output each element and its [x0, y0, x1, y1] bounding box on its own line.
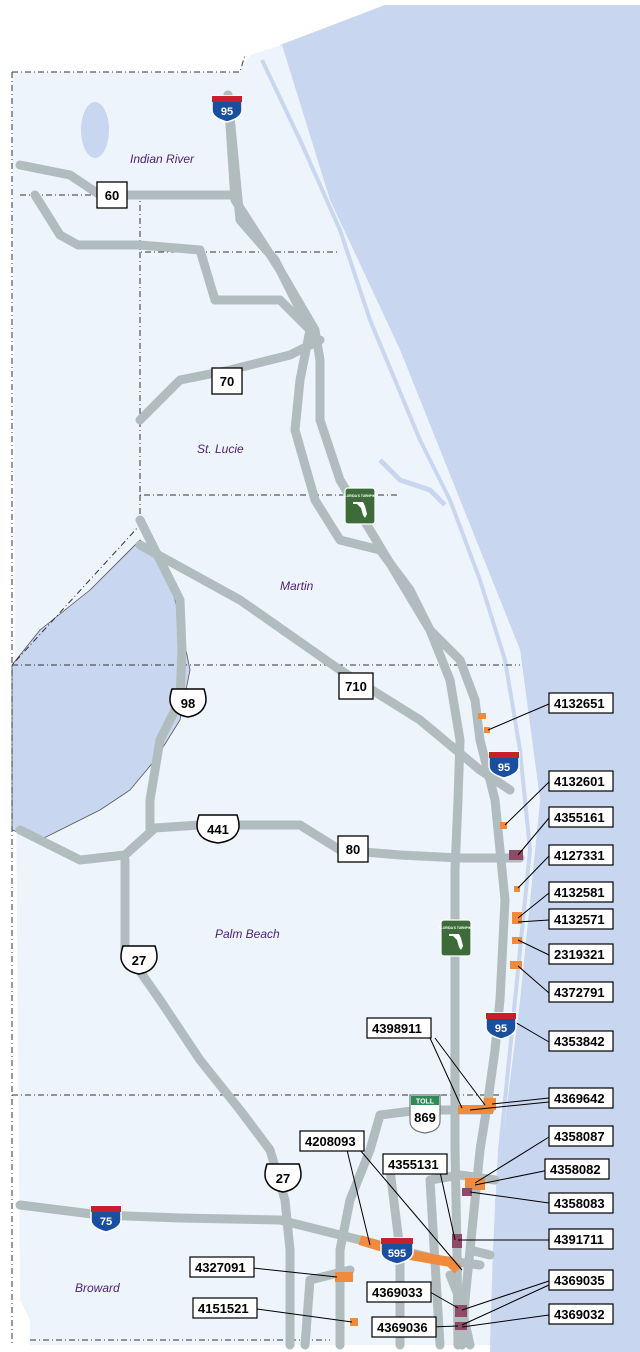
svg-text:4132581: 4132581	[554, 885, 605, 900]
svg-text:4369035: 4369035	[554, 1273, 605, 1288]
svg-text:4151521: 4151521	[198, 1301, 249, 1316]
toll-869-shield: TOLL 869	[409, 1094, 441, 1134]
svg-text:441: 441	[207, 822, 229, 837]
project-label-4132601: 4132601	[548, 770, 614, 792]
us-441-shield: 441	[196, 814, 240, 844]
svg-text:95: 95	[498, 762, 510, 774]
svg-text:75: 75	[100, 1216, 112, 1228]
blue-cypress-lake	[81, 102, 109, 158]
svg-text:4208093: 4208093	[305, 1134, 356, 1149]
project-label-4372791: 4372791	[548, 981, 614, 1003]
svg-text:4327091: 4327091	[195, 1260, 246, 1275]
county-label-broward: Broward	[75, 1281, 120, 1295]
interstate-95-shield-north: 95	[211, 95, 243, 123]
svg-text:95: 95	[221, 106, 233, 118]
svg-text:869: 869	[414, 1110, 436, 1125]
sr-60-shield: 60	[96, 181, 128, 209]
project-label-2319321: 2319321	[548, 943, 614, 965]
project-label-4358087: 4358087	[548, 1125, 614, 1147]
turnpike-shield-martin: FLORIDA'S TURNPIKE	[343, 487, 377, 525]
project-label-4391711: 4391711	[548, 1228, 614, 1250]
sr-70-shield: 70	[211, 367, 243, 395]
svg-text:95: 95	[495, 1023, 507, 1035]
svg-text:27: 27	[276, 1171, 290, 1186]
project-label-4151521: 4151521	[192, 1297, 258, 1319]
ocean-water	[280, 5, 640, 1352]
county-label-martin: Martin	[280, 579, 314, 593]
project-label-4369032: 4369032	[548, 1303, 614, 1325]
svg-text:4369642: 4369642	[554, 1091, 605, 1106]
us-98-shield: 98	[169, 688, 207, 718]
svg-text:4369036: 4369036	[377, 1320, 428, 1335]
county-label-st-lucie: St. Lucie	[197, 442, 244, 456]
st-lucie-river	[378, 458, 447, 507]
project-label-4398911: 4398911	[366, 1017, 432, 1039]
svg-text:595: 595	[388, 1248, 406, 1260]
interstate-75-shield: 75	[90, 1205, 122, 1233]
project-label-4127331: 4127331	[548, 844, 614, 866]
interstate-95-shield-palm-beach: 95	[485, 1012, 517, 1040]
county-label-palm-beach: Palm Beach	[215, 927, 280, 941]
turnpike-shield-palm-beach: FLORIDA'S TURNPIKE	[439, 919, 473, 957]
svg-text:4398911: 4398911	[372, 1021, 422, 1036]
florida-outline-icon	[353, 502, 367, 518]
interstate-95-shield-martin: 95	[488, 751, 520, 779]
project-label-4369036: 4369036	[371, 1316, 437, 1338]
svg-text:4353842: 4353842	[554, 1034, 605, 1049]
svg-text:4132601: 4132601	[554, 774, 605, 789]
svg-text:80: 80	[346, 842, 360, 857]
project-label-4355161: 4355161	[548, 806, 614, 828]
leader-lines	[252, 703, 550, 1328]
svg-text:4355131: 4355131	[388, 1157, 439, 1172]
intracoastal-waterway	[260, 59, 533, 1346]
sr-80-shield: 80	[337, 835, 369, 863]
project-label-4208093: 4208093	[299, 1130, 365, 1152]
svg-text:70: 70	[220, 374, 234, 389]
us-27-shield-palm-beach: 27	[120, 945, 158, 975]
svg-text:4132571: 4132571	[554, 912, 605, 927]
project-label-4327091: 4327091	[189, 1256, 255, 1278]
svg-text:4355161: 4355161	[554, 810, 605, 825]
sr-710-shield: 710	[338, 672, 374, 700]
project-label-4358082: 4358082	[544, 1158, 610, 1180]
svg-text:60: 60	[105, 188, 119, 203]
project-label-4369033: 4369033	[366, 1281, 432, 1303]
svg-text:4369032: 4369032	[554, 1307, 605, 1322]
svg-text:TOLL: TOLL	[416, 1099, 435, 1106]
svg-text:4369033: 4369033	[372, 1285, 423, 1300]
project-label-4353842: 4353842	[548, 1030, 614, 1052]
svg-text:FLORIDA'S TURNPIKE: FLORIDA'S TURNPIKE	[343, 494, 377, 498]
project-label-4132571: 4132571	[548, 908, 614, 930]
svg-text:98: 98	[181, 696, 195, 711]
svg-text:2319321: 2319321	[554, 947, 605, 962]
svg-text:4372791: 4372791	[554, 985, 605, 1000]
project-label-4355131: 4355131	[382, 1153, 448, 1175]
county-label-indian-river: Indian River	[130, 152, 195, 166]
svg-text:4358087: 4358087	[554, 1129, 605, 1144]
svg-text:4358083: 4358083	[554, 1196, 605, 1211]
project-label-4132581: 4132581	[548, 881, 614, 903]
project-label-4132651: 4132651	[548, 692, 614, 714]
project-label-4369642: 4369642	[548, 1087, 614, 1109]
svg-text:4391711: 4391711	[554, 1232, 604, 1247]
svg-text:710: 710	[345, 679, 367, 694]
svg-text:27: 27	[132, 953, 146, 968]
svg-text:4358082: 4358082	[550, 1162, 601, 1177]
florida-outline-icon	[449, 934, 463, 950]
us-27-shield-broward: 27	[264, 1163, 302, 1193]
project-label-4369035: 4369035	[548, 1269, 614, 1291]
svg-text:4132651: 4132651	[554, 696, 605, 711]
project-label-4358083: 4358083	[548, 1192, 614, 1214]
interstate-595-shield: 595	[380, 1237, 414, 1265]
svg-text:FLORIDA'S TURNPIKE: FLORIDA'S TURNPIKE	[439, 926, 473, 930]
lake-okeechobee	[11, 539, 191, 841]
svg-text:4127331: 4127331	[554, 848, 605, 863]
